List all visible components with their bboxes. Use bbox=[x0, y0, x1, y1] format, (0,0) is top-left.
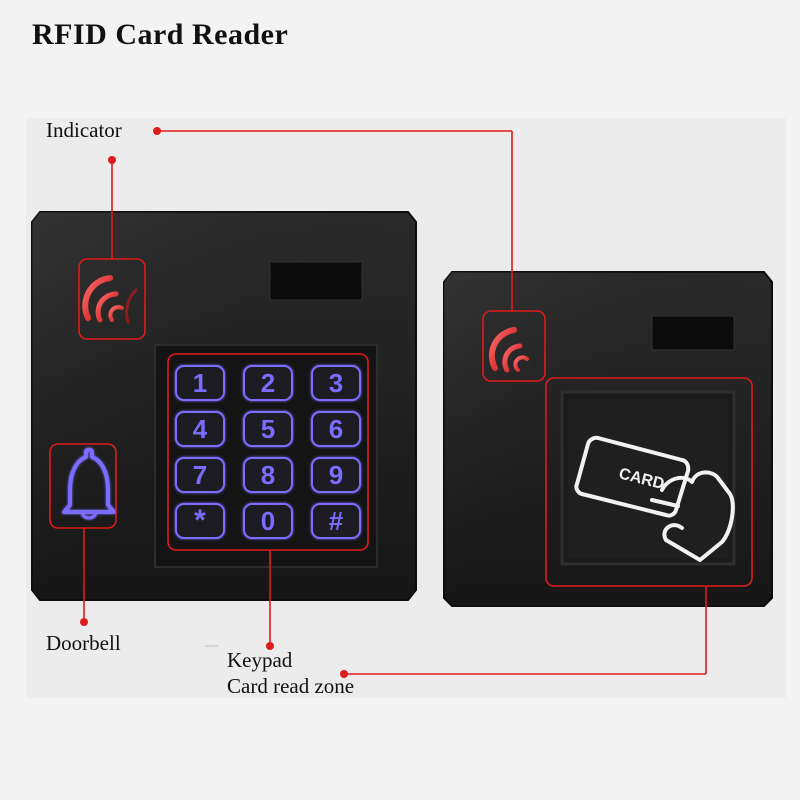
keypad-keys-group: 1 2 3 4 5 6 7 8 9 * 0 # bbox=[175, 365, 361, 539]
indicator-label: Indicator bbox=[46, 118, 122, 142]
card-zone-label: Card read zone bbox=[227, 674, 355, 698]
keypad-key-5[interactable]: 5 bbox=[243, 411, 293, 447]
keypad-key-9[interactable]: 9 bbox=[311, 457, 361, 493]
doorbell-label: Doorbell bbox=[46, 631, 121, 655]
keypad-callout-box bbox=[167, 353, 369, 551]
keypad-key-label: # bbox=[329, 506, 344, 536]
keypad-label: Keypad bbox=[227, 648, 293, 672]
keypad-key-3[interactable]: 3 bbox=[311, 365, 361, 401]
keypad-key-label: 7 bbox=[193, 460, 207, 490]
keypad-key-label: * bbox=[194, 504, 206, 537]
keypad-key-7[interactable]: 7 bbox=[175, 457, 225, 493]
keypad-key-label: 0 bbox=[261, 506, 275, 536]
keypad-key-label: 1 bbox=[193, 368, 207, 398]
keypad-key-8[interactable]: 8 bbox=[243, 457, 293, 493]
keypad-key-label: 4 bbox=[193, 414, 208, 444]
keypad-reader-device: 1 2 3 4 5 6 7 8 9 * 0 # bbox=[31, 211, 417, 601]
keypad-key-label: 9 bbox=[329, 460, 343, 490]
keypad-key-label: 6 bbox=[329, 414, 343, 444]
card-hand-icon bbox=[574, 435, 735, 562]
page-title: RFID Card Reader bbox=[32, 18, 289, 51]
display-window-right bbox=[651, 315, 735, 351]
keypad-key-label: 8 bbox=[261, 460, 275, 490]
card-reader-device: CARD bbox=[443, 271, 773, 607]
keypad-key-6[interactable]: 6 bbox=[311, 411, 361, 447]
keypad-key-hash[interactable]: # bbox=[311, 503, 361, 539]
card-zone-callout-box bbox=[545, 377, 753, 587]
keypad-key-0[interactable]: 0 bbox=[243, 503, 293, 539]
keypad-key-label: 3 bbox=[329, 368, 343, 398]
callout-dots bbox=[80, 127, 348, 678]
indicator-icon-left bbox=[82, 275, 138, 324]
keypad-key-label: 5 bbox=[261, 414, 275, 444]
keypad-key-label: 2 bbox=[261, 368, 275, 398]
bell-icon bbox=[62, 447, 116, 520]
keypad-key-4[interactable]: 4 bbox=[175, 411, 225, 447]
indicator-callout-box-right bbox=[482, 310, 546, 382]
display-window bbox=[269, 261, 363, 301]
keypad-key-star[interactable]: * bbox=[175, 503, 225, 539]
callouts bbox=[49, 130, 753, 675]
keypad-key-2[interactable]: 2 bbox=[243, 365, 293, 401]
indicator-icon-right bbox=[488, 327, 529, 373]
doorbell-callout-box bbox=[49, 443, 117, 529]
keypad-key-1[interactable]: 1 bbox=[175, 365, 225, 401]
